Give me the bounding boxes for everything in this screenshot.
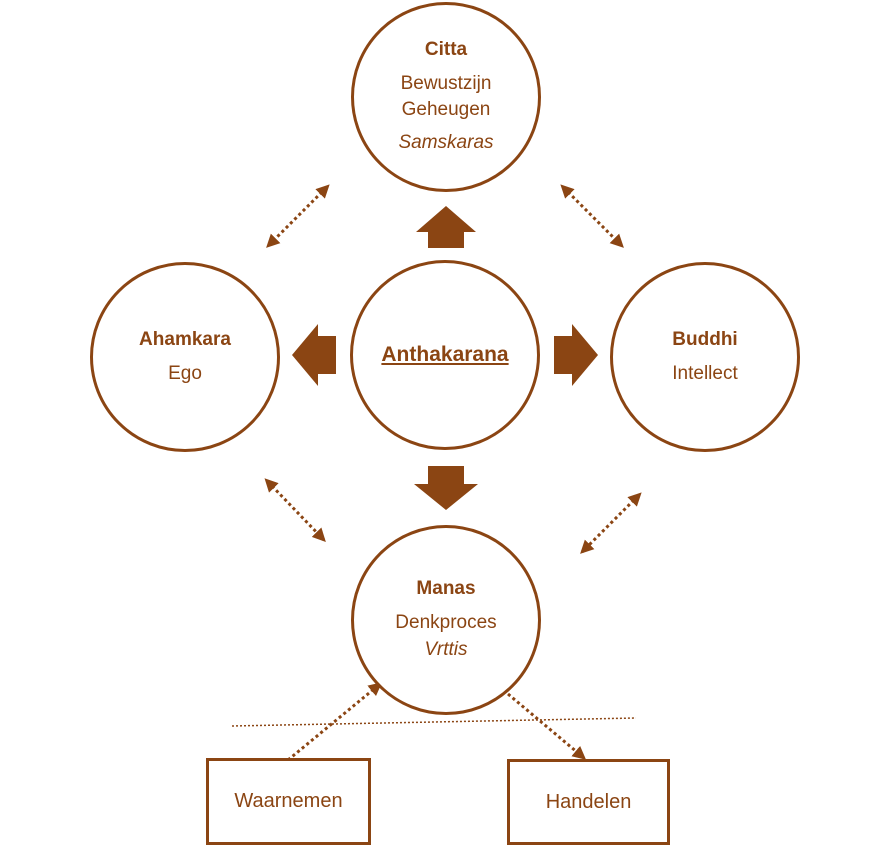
anthakarana-node: Anthakarana xyxy=(350,260,540,450)
handelen-label: Handelen xyxy=(545,790,632,813)
block-arrow-down xyxy=(414,466,478,510)
citta-italic: Samskaras xyxy=(398,132,494,154)
citta-title: Citta xyxy=(424,39,468,61)
anthakarana-title: Anthakarana xyxy=(381,343,509,366)
citta-line-1: Bewustzijn xyxy=(400,72,492,94)
dotted-arrow-citta-ahamkara xyxy=(266,184,330,248)
citta-line-2: Geheugen xyxy=(401,98,491,120)
handelen-box: Handelen xyxy=(507,759,670,845)
dotted-divider xyxy=(231,717,637,727)
block-arrow-right xyxy=(554,324,598,386)
block-arrow-left xyxy=(292,324,336,386)
ahamkara-line-1: Ego xyxy=(168,362,202,384)
manas-title: Manas xyxy=(416,578,476,600)
manas-italic: Vrttis xyxy=(424,639,468,661)
dotted-arrow-citta-buddhi xyxy=(560,184,624,248)
buddhi-node: Buddhi Intellect xyxy=(610,262,800,452)
manas-node: Manas Denkproces Vrttis xyxy=(351,525,541,715)
waarnemen-box: Waarnemen xyxy=(206,758,371,845)
dotted-arrow-buddhi-manas xyxy=(580,492,642,554)
citta-node: Citta Bewustzijn Geheugen Samskaras xyxy=(351,2,541,192)
dotted-arrow-manas-handelen xyxy=(507,692,587,760)
ahamkara-title: Ahamkara xyxy=(139,328,231,350)
dotted-arrow-ahamkara-manas xyxy=(264,478,326,542)
buddhi-title: Buddhi xyxy=(672,328,738,350)
block-arrow-up xyxy=(416,206,476,248)
dotted-arrow-waarnemen-manas xyxy=(287,682,383,762)
manas-line-1: Denkproces xyxy=(395,611,497,633)
ahamkara-node: Ahamkara Ego xyxy=(90,262,280,452)
buddhi-line-1: Intellect xyxy=(672,362,738,384)
waarnemen-label: Waarnemen xyxy=(234,790,343,812)
